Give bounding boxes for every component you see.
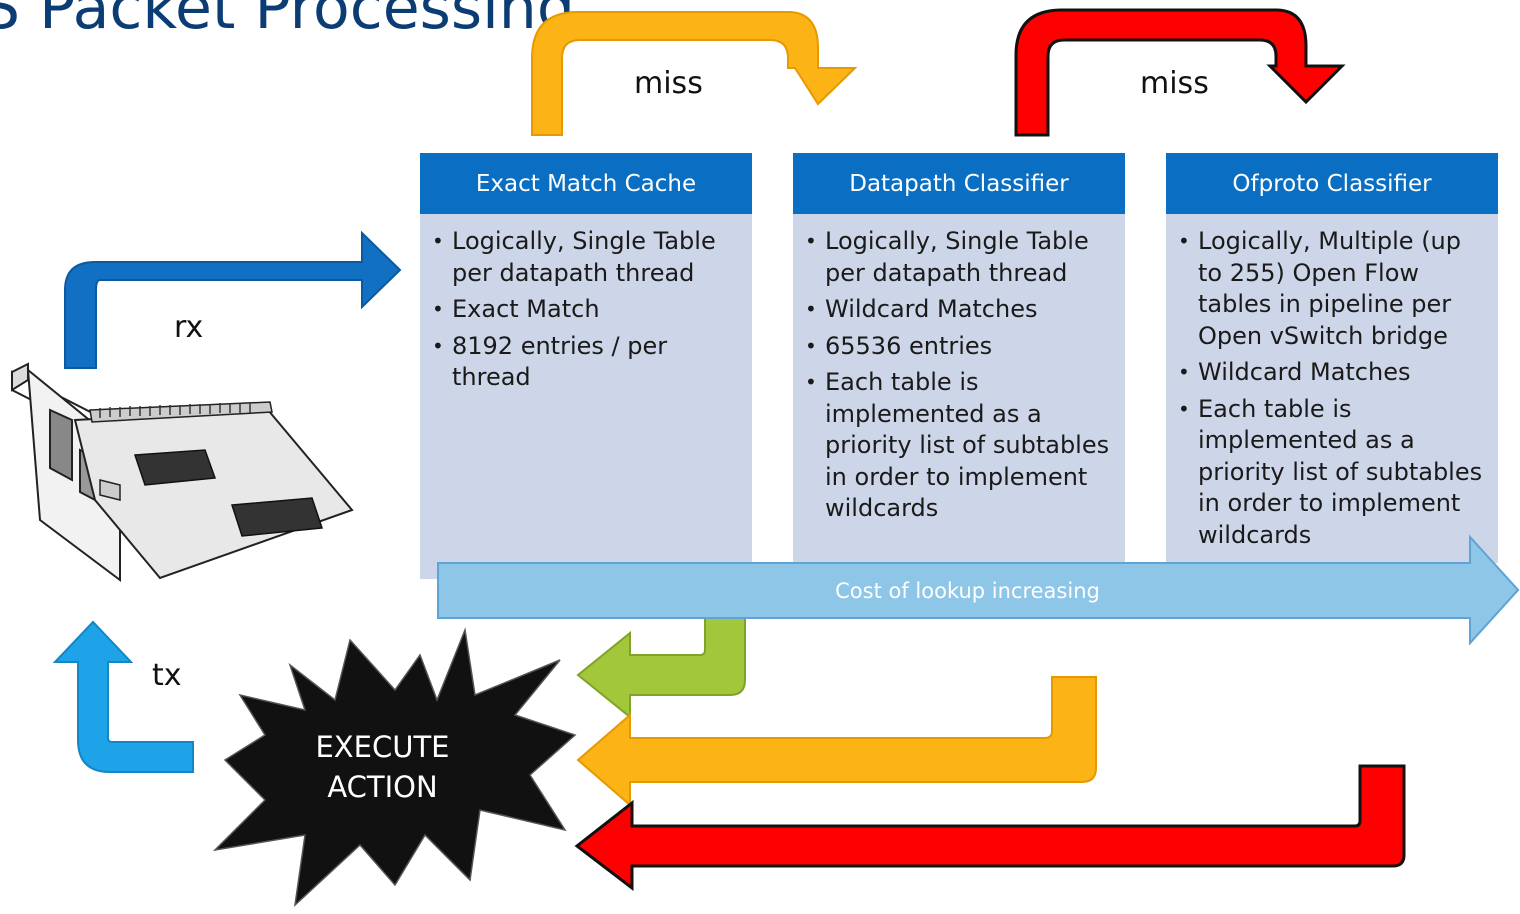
miss-label-2: miss <box>1140 66 1209 101</box>
network-card-icon <box>11 362 354 582</box>
panel-datapath-classifier: Datapath Classifier Logically, Single Ta… <box>793 153 1125 563</box>
execute-action-burst <box>212 627 577 907</box>
rx-arrow <box>64 230 402 369</box>
panel-header: Datapath Classifier <box>793 153 1125 214</box>
panel-body: Logically, Multiple (up to 255) Open Flo… <box>1166 214 1498 563</box>
miss-arrow-orange <box>531 11 858 136</box>
bullet-item: Logically, Single Table per datapath thr… <box>805 226 1113 289</box>
bullet-item: Each table is implemented as a priority … <box>805 367 1113 525</box>
return-arrow-red <box>574 764 1406 892</box>
panel-ofproto-classifier: Ofproto Classifier Logically, Multiple (… <box>1166 153 1498 563</box>
execute-line-2: ACTION <box>327 770 438 804</box>
execute-line-1: EXECUTE <box>315 730 450 764</box>
bullet-item: Logically, Multiple (up to 255) Open Flo… <box>1178 226 1486 352</box>
tx-arrow <box>52 620 194 773</box>
panel-body: Logically, Single Table per datapath thr… <box>420 214 752 579</box>
tx-label: tx <box>152 658 182 693</box>
execute-action-label: EXECUTE ACTION <box>275 727 490 807</box>
bullet-item: Wildcard Matches <box>1178 357 1486 389</box>
bullet-item: Logically, Single Table per datapath thr… <box>432 226 740 289</box>
return-arrow-orange <box>576 676 1097 808</box>
miss-label-1: miss <box>634 66 703 101</box>
bullet-item: 65536 entries <box>805 331 1113 363</box>
panel-body: Logically, Single Table per datapath thr… <box>793 214 1125 563</box>
bullet-item: Exact Match <box>432 294 740 326</box>
cost-label: Cost of lookup increasing <box>835 578 1100 603</box>
bullet-item: 8192 entries / per thread <box>432 331 740 394</box>
panel-exact-match-cache: Exact Match Cache Logically, Single Tabl… <box>420 153 752 579</box>
return-arrow-green <box>576 596 746 720</box>
bullet-item: Each table is implemented as a priority … <box>1178 394 1486 552</box>
page-title: S Packet Processing <box>0 0 575 43</box>
bullet-item: Wildcard Matches <box>805 294 1113 326</box>
miss-arrow-red <box>1014 8 1346 137</box>
rx-label: rx <box>174 310 204 345</box>
panel-header: Exact Match Cache <box>420 153 752 214</box>
panel-header: Ofproto Classifier <box>1166 153 1498 214</box>
